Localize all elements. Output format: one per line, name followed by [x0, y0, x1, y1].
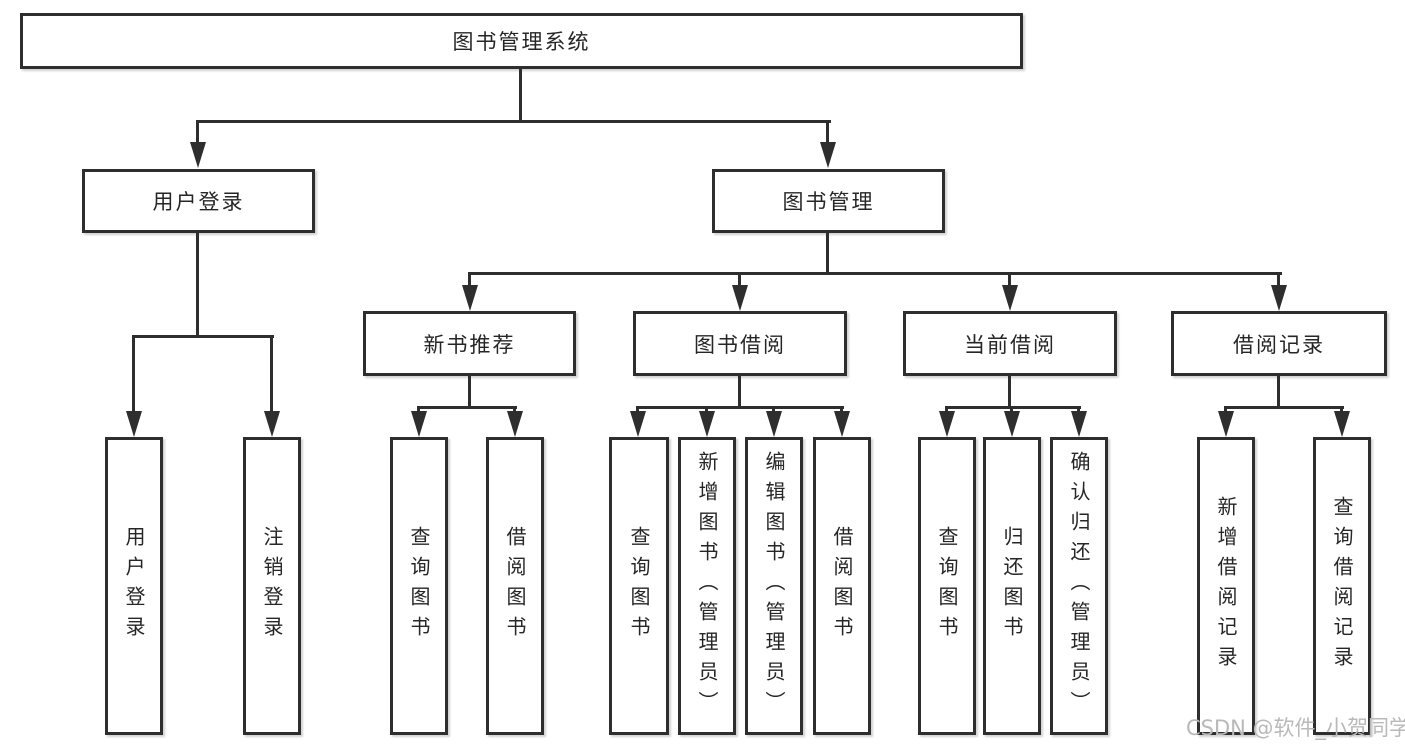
- leaf-cb-return-book: 归还图书: [983, 437, 1041, 735]
- connector-stub-bb-add: [705, 406, 708, 413]
- connector-current-borrow-trunk: [1008, 376, 1011, 406]
- arrow-to-borrow-records: [1271, 285, 1287, 311]
- node-user-login-label: 用户登录: [152, 190, 245, 214]
- leaf-br-query-record-label: 查询借阅记录: [1330, 496, 1354, 676]
- connector-stub-cb-query: [945, 406, 948, 413]
- leaf-cb-return-book-label: 归还图书: [1000, 526, 1024, 646]
- connector-new-book-rec-hbar: [417, 406, 517, 409]
- leaf-bb-edit-book-label: 编辑图书（管理员）: [762, 451, 786, 721]
- connector-stub-cb-return: [1010, 406, 1013, 413]
- arrow-to-bb-query: [630, 411, 646, 437]
- leaf-cb-query-book: 查询图书: [918, 437, 976, 735]
- leaf-logout-label: 注销登录: [260, 526, 284, 646]
- connector-book-borrow-hbar: [636, 406, 844, 409]
- connector-book-mgmt-hbar: [468, 272, 1282, 275]
- leaf-br-add-record-label: 新增借阅记录: [1214, 496, 1238, 676]
- connector-stub-book-mgmt: [826, 120, 829, 144]
- leaf-bb-add-book: 新增图书（管理员）: [678, 437, 736, 735]
- connector-stub-bb-query: [636, 406, 639, 413]
- arrow-to-book-mgmt: [820, 142, 836, 168]
- connector-stub-current-borrow: [1008, 272, 1011, 287]
- node-borrow-records: 借阅记录: [1171, 311, 1387, 376]
- node-current-borrow: 当前借阅: [903, 311, 1117, 376]
- node-book-borrow-label: 图书借阅: [694, 332, 786, 357]
- connector-current-borrow-hbar: [945, 406, 1081, 409]
- connector-user-login-hbar: [132, 335, 274, 338]
- connector-stub-user-login: [196, 120, 199, 144]
- connector-stub-br-query: [1340, 406, 1343, 413]
- arrow-to-cb-query: [939, 411, 955, 437]
- arrow-to-cb-return: [1004, 411, 1020, 437]
- arrow-to-current-borrow: [1002, 285, 1018, 311]
- leaf-user-login: 用户登录: [105, 437, 163, 735]
- connector-stub-leaf-logout: [270, 335, 273, 413]
- node-book-borrow: 图书借阅: [633, 311, 847, 376]
- connector-new-book-rec-trunk: [468, 376, 471, 406]
- arrow-to-bb-borrow: [834, 411, 850, 437]
- arrow-to-user-login: [190, 142, 206, 168]
- node-book-mgmt-label: 图书管理: [782, 190, 875, 214]
- leaf-br-add-record: 新增借阅记录: [1197, 437, 1255, 735]
- arrow-to-cb-confirm: [1071, 411, 1087, 437]
- leaf-rec-query-book-label: 查询图书: [407, 526, 431, 646]
- leaf-logout: 注销登录: [243, 437, 301, 735]
- leaf-user-login-label: 用户登录: [122, 526, 146, 646]
- csdn-watermark: CSDN @软件_小贺同学: [1186, 716, 1405, 740]
- arrow-to-rec-query: [411, 411, 427, 437]
- arrow-to-br-add: [1218, 411, 1234, 437]
- leaf-bb-add-book-label: 新增图书（管理员）: [695, 451, 719, 721]
- arrow-to-book-borrow: [732, 285, 748, 311]
- connector-root-trunk: [519, 69, 522, 120]
- leaf-cb-confirm-return-label: 确认归还（管理员）: [1067, 451, 1091, 721]
- leaf-br-query-record: 查询借阅记录: [1313, 437, 1371, 735]
- node-user-login: 用户登录: [82, 169, 315, 233]
- arrow-to-bb-add: [699, 411, 715, 437]
- leaf-cb-confirm-return: 确认归还（管理员）: [1050, 437, 1108, 735]
- connector-stub-rec-borrow: [513, 406, 516, 413]
- leaf-cb-query-book-label: 查询图书: [935, 526, 959, 646]
- connector-stub-borrow-records: [1277, 272, 1280, 287]
- connector-user-login-trunk: [196, 233, 199, 335]
- connector-stub-bb-borrow: [840, 406, 843, 413]
- connector-stub-new-book-rec: [468, 272, 471, 287]
- node-root-label: 图书管理系统: [452, 30, 591, 54]
- node-root: 图书管理系统: [20, 13, 1023, 69]
- leaf-bb-query-book-label: 查询图书: [627, 526, 651, 646]
- leaf-bb-query-book: 查询图书: [609, 437, 669, 735]
- connector-stub-rec-query: [417, 406, 420, 413]
- leaf-bb-borrow-book: 借阅图书: [813, 437, 871, 735]
- connector-stub-cb-confirm: [1077, 406, 1080, 413]
- connector-book-mgmt-trunk: [826, 233, 829, 272]
- leaf-rec-borrow-book: 借阅图书: [486, 437, 544, 735]
- node-new-book-rec-label: 新书推荐: [423, 332, 516, 357]
- node-book-mgmt: 图书管理: [712, 169, 945, 233]
- connector-borrow-records-hbar: [1224, 406, 1344, 409]
- arrow-to-leaf-logout: [264, 411, 280, 437]
- node-current-borrow-label: 当前借阅: [964, 332, 1056, 357]
- connector-book-borrow-trunk: [738, 376, 741, 406]
- leaf-rec-query-book: 查询图书: [390, 437, 448, 735]
- arrow-to-br-query: [1334, 411, 1350, 437]
- leaf-bb-edit-book: 编辑图书（管理员）: [745, 437, 803, 735]
- connector-stub-br-add: [1224, 406, 1227, 413]
- leaf-rec-borrow-book-label: 借阅图书: [503, 526, 527, 646]
- connector-stub-book-borrow: [738, 272, 741, 287]
- arrow-to-rec-borrow: [507, 411, 523, 437]
- arrow-to-bb-edit: [766, 411, 782, 437]
- node-borrow-records-label: 借阅记录: [1233, 332, 1325, 357]
- arrow-to-new-book-rec: [462, 285, 478, 311]
- leaf-bb-borrow-book-label: 借阅图书: [830, 526, 854, 646]
- connector-stub-leaf-user-login: [132, 335, 135, 413]
- node-new-book-rec: 新书推荐: [363, 311, 576, 376]
- connector-stub-bb-edit: [772, 406, 775, 413]
- connector-borrow-records-trunk: [1277, 376, 1280, 406]
- connector-root-hbar: [196, 120, 831, 123]
- arrow-to-leaf-user-login: [126, 411, 142, 437]
